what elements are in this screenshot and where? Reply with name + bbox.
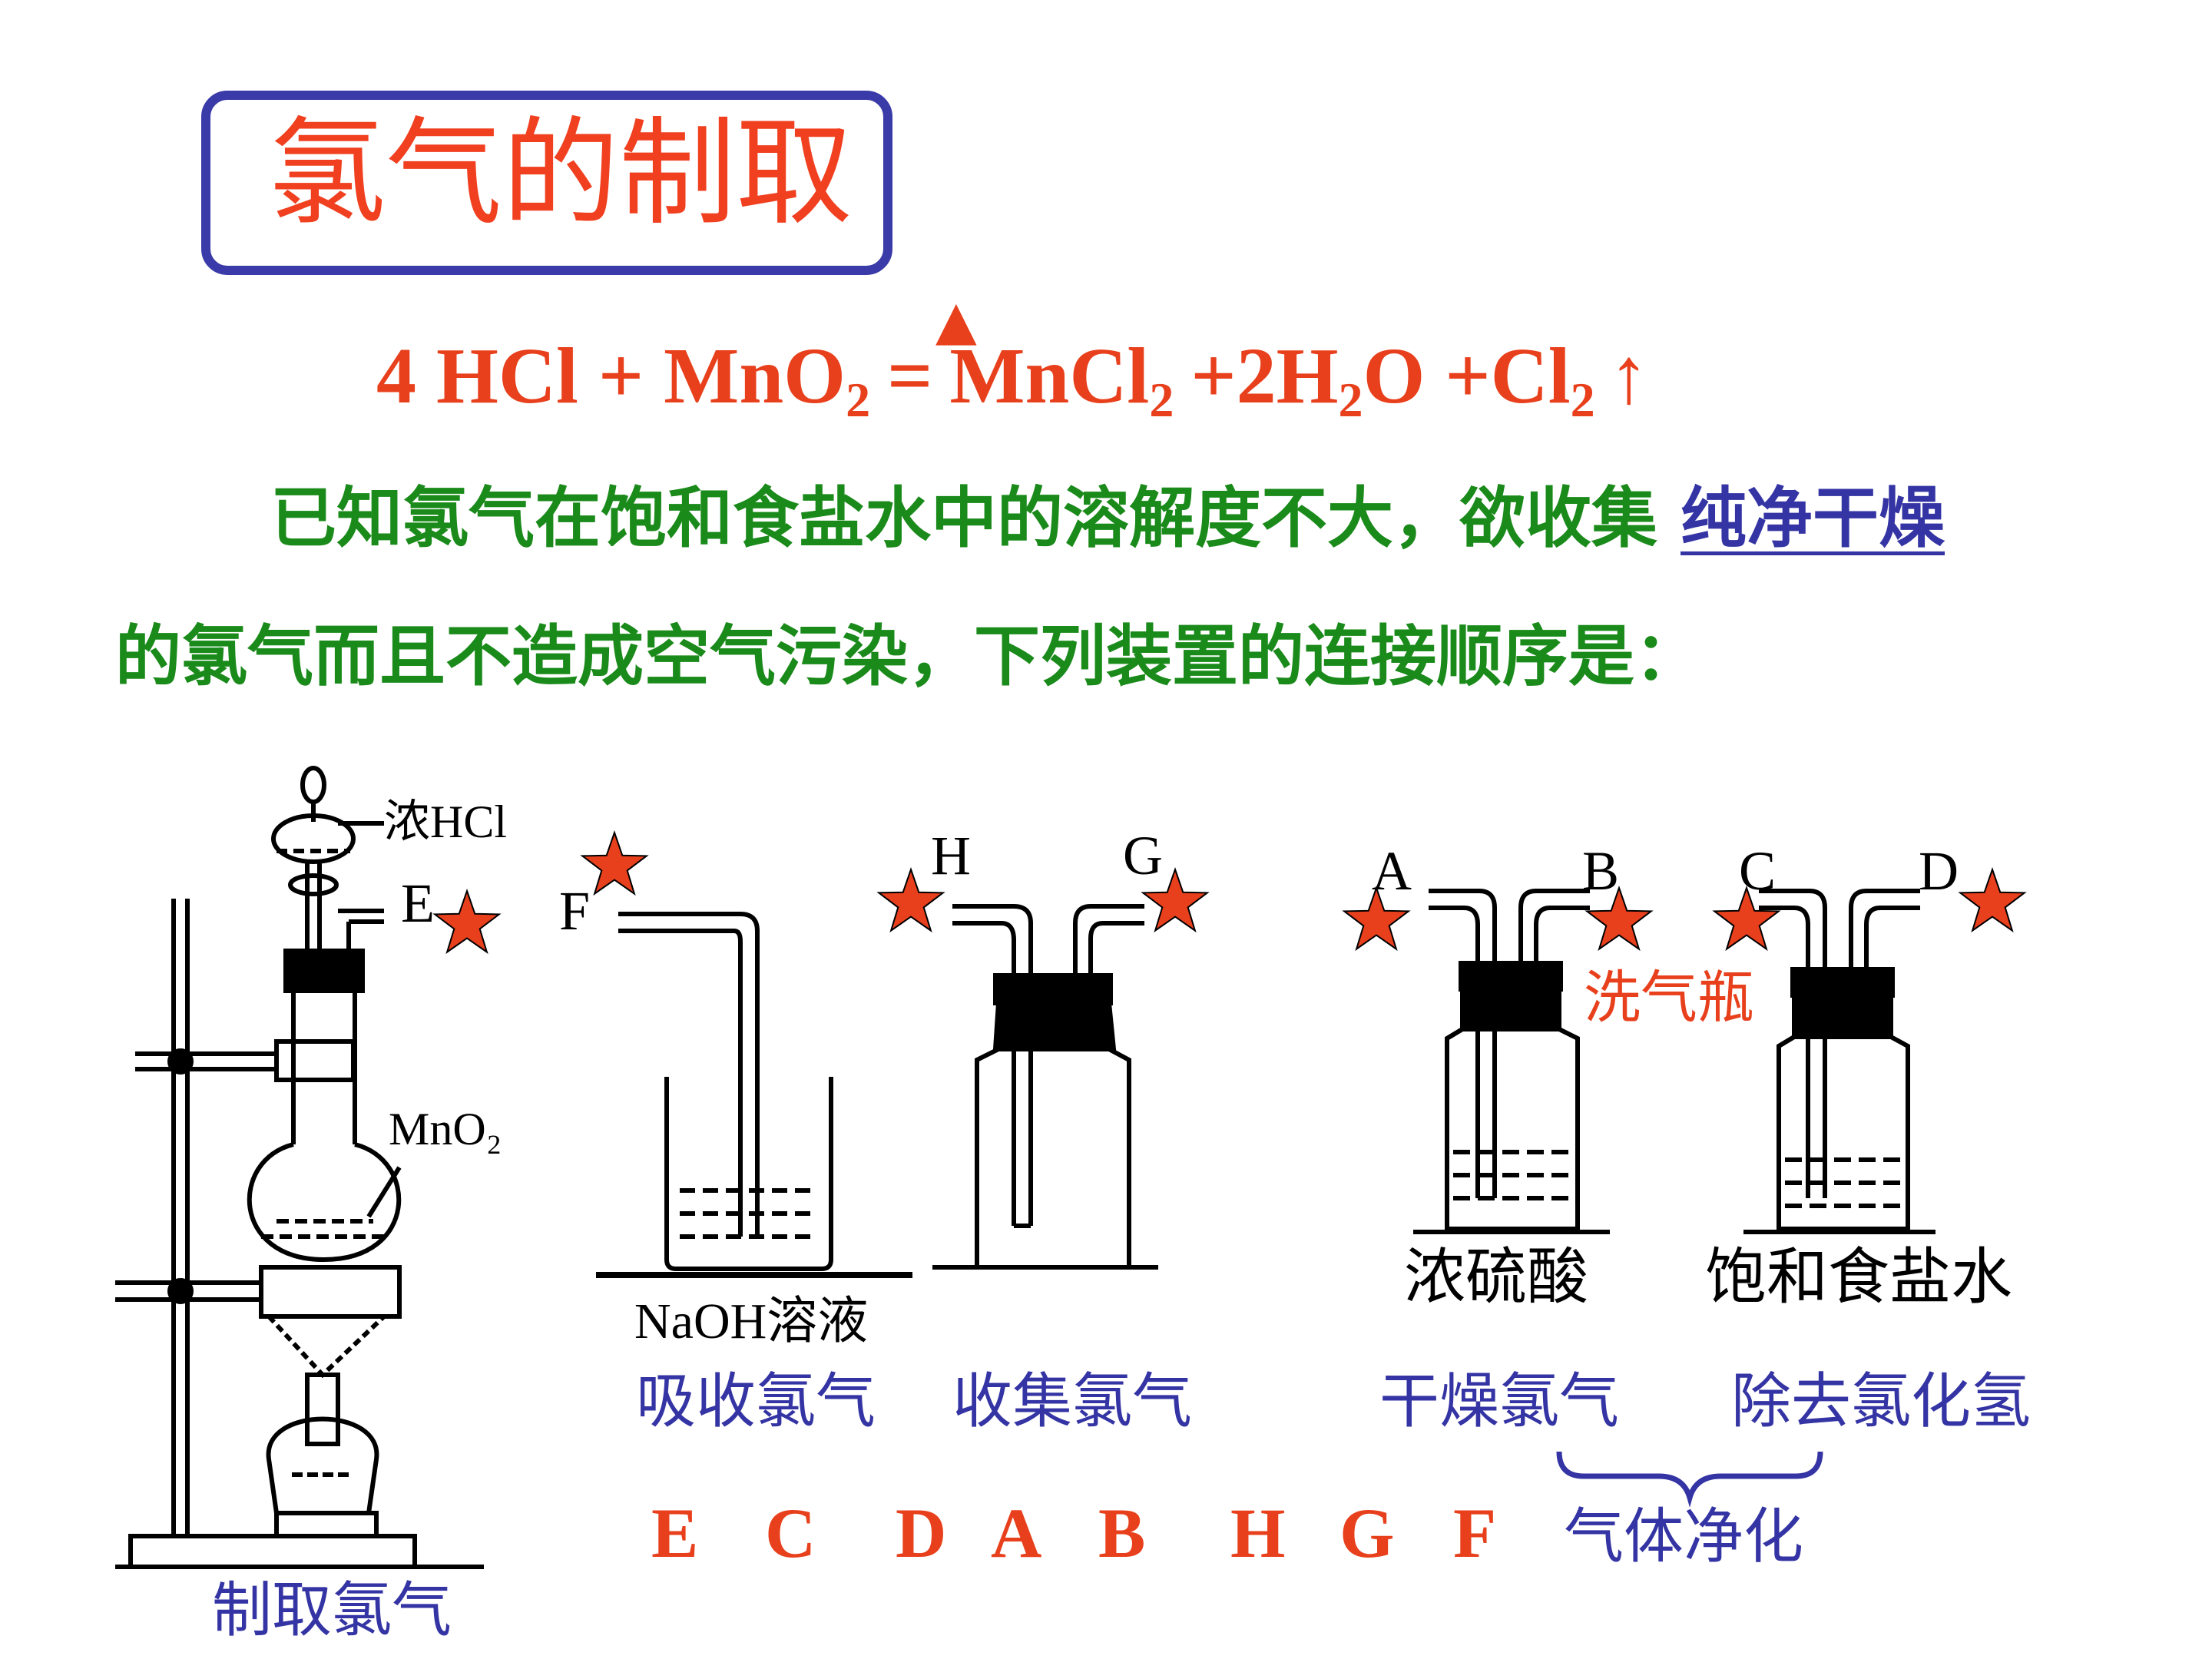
collection-bottle bbox=[932, 904, 1158, 1270]
port-h-label: H bbox=[931, 825, 971, 886]
port-g-label: G bbox=[1123, 825, 1163, 886]
title-frame bbox=[201, 91, 892, 275]
port-a-label: A bbox=[1372, 840, 1412, 902]
naoh-beaker bbox=[596, 1077, 912, 1278]
brine-wash-bottle bbox=[1743, 889, 1936, 1234]
caption-collect: 收集氯气 bbox=[952, 1367, 1193, 1436]
h2so4-label: 浓硫酸 bbox=[1404, 1244, 1588, 1312]
eq-reactants: 4 HCl + MnO bbox=[376, 332, 846, 420]
caption-dry: 干燥氯气 bbox=[1379, 1367, 1620, 1436]
answer-item: A bbox=[991, 1494, 1042, 1572]
port-b-label: B bbox=[1582, 840, 1619, 902]
answer-item: C bbox=[765, 1494, 816, 1572]
eq-product-cl: O +Cl bbox=[1363, 332, 1571, 420]
question-line-1: 已知氯气在饱和食盐水中的溶解度不大，欲收集纯净干燥 bbox=[270, 485, 1945, 551]
reaction-equation: 4 HCl + MnO2=MnCl2+2H2O +Cl2↑ bbox=[376, 336, 1649, 425]
absorption-tube bbox=[618, 912, 760, 1237]
purification-brace bbox=[1556, 1451, 1823, 1508]
mno2-label: MnO₂ bbox=[389, 1104, 502, 1154]
port-d-label: D bbox=[1919, 840, 1959, 902]
conc-hcl-label: 浓HCl bbox=[384, 796, 507, 847]
eq-sub: 2 bbox=[1149, 373, 1174, 427]
star-f-icon bbox=[581, 832, 647, 895]
port-f-label: F bbox=[559, 880, 590, 942]
eq-product-water: +2H bbox=[1190, 332, 1339, 420]
eq-equals: = bbox=[887, 332, 933, 420]
naoh-label: NaOH溶液 bbox=[634, 1293, 868, 1349]
answer-item: D bbox=[896, 1494, 947, 1572]
wash-bottle-label: 洗气瓶 bbox=[1584, 965, 1754, 1031]
brine-label: 饱和食盐水 bbox=[1705, 1244, 2012, 1312]
port-e-label: E bbox=[401, 873, 435, 934]
page-title: 氯气的制取 bbox=[269, 105, 853, 241]
burner bbox=[266, 1314, 386, 1538]
drying-wash-bottle bbox=[1413, 889, 1610, 1234]
caption-produce: 制取氯气 bbox=[212, 1576, 452, 1645]
separatory-funnel bbox=[271, 766, 384, 952]
answer-item: H bbox=[1230, 1494, 1286, 1572]
caption-purify: 气体净化 bbox=[1564, 1502, 1804, 1571]
eq-product-mncl: MnCl bbox=[949, 332, 1150, 420]
heat-triangle-icon: ▲ bbox=[935, 289, 977, 352]
answer-item: B bbox=[1098, 1494, 1146, 1572]
eq-sub: 2 bbox=[846, 373, 871, 427]
star-e-icon bbox=[434, 890, 500, 953]
question-highlight: 纯净干燥 bbox=[1681, 480, 1945, 557]
gas-arrow-icon: ↑ bbox=[1608, 332, 1649, 420]
caption-absorb: 吸收氯气 bbox=[636, 1367, 876, 1436]
question-line-2: 的氯气而且不造成空气污染，下列装置的连接顺序是： bbox=[115, 618, 1700, 695]
retort-stand bbox=[115, 899, 484, 1569]
answer-item: F bbox=[1453, 1494, 1497, 1572]
answer-item: E bbox=[651, 1494, 699, 1572]
port-c-label: C bbox=[1739, 840, 1776, 902]
star-d-icon bbox=[1959, 869, 2025, 932]
caption-remove-hcl: 除去氯化氢 bbox=[1731, 1367, 2032, 1436]
eq-sub: 2 bbox=[1570, 373, 1595, 427]
question-text: 已知氯气在饱和食盐水中的溶解度不大，欲收集 bbox=[270, 480, 1657, 557]
round-flask bbox=[247, 909, 402, 1263]
answer-item: G bbox=[1339, 1494, 1395, 1572]
eq-sub: 2 bbox=[1338, 373, 1363, 427]
